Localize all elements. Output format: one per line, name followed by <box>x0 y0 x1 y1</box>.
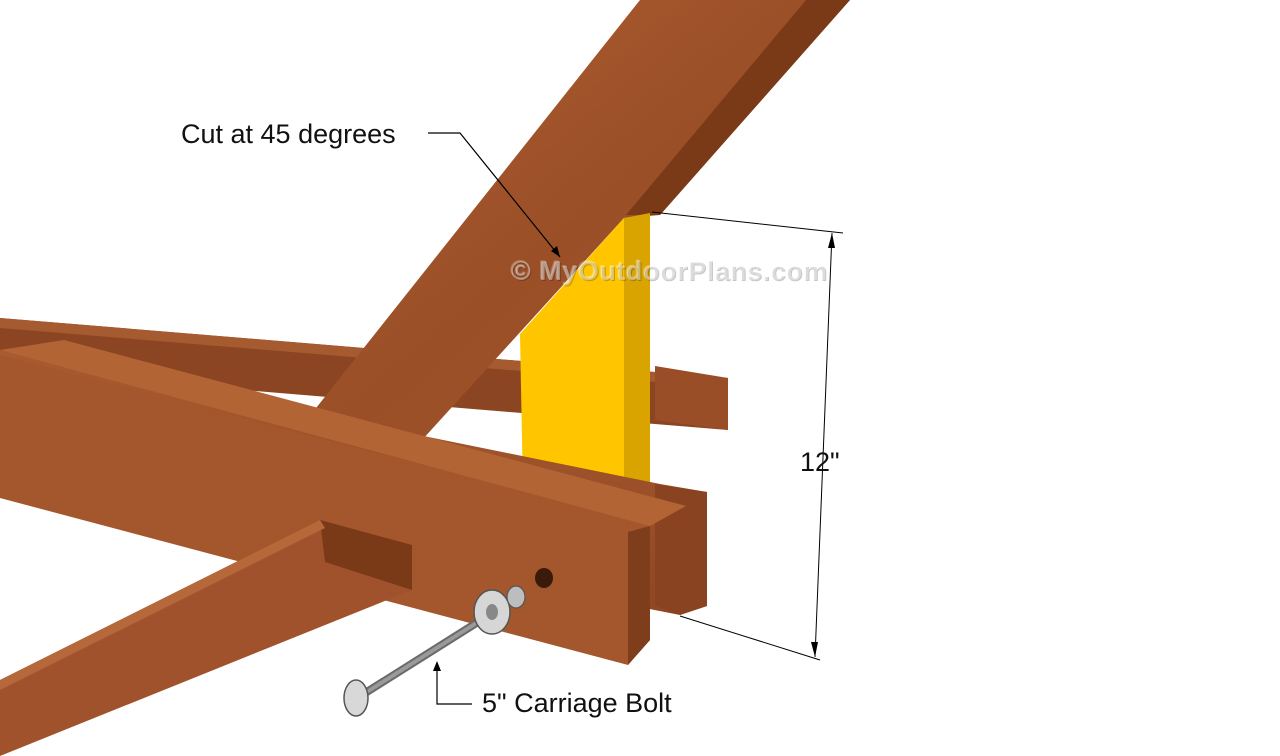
bolt-leader <box>433 661 472 705</box>
yellow-brace <box>520 213 650 532</box>
bolt-hole <box>535 568 553 588</box>
watermark: © MyOutdoorPlans.com <box>511 256 828 286</box>
dimension-12in <box>651 211 844 661</box>
nut <box>506 585 526 609</box>
diagonal-rafter <box>297 0 850 462</box>
cross-beam <box>0 520 412 756</box>
cut-leader <box>428 132 561 258</box>
carriage-bolt <box>343 585 526 717</box>
front-rail <box>0 340 686 665</box>
carriage-bolt-label: 5" Carriage Bolt <box>482 688 672 718</box>
dimension-label: 12" <box>800 447 840 477</box>
bolt-head <box>343 679 369 717</box>
cut-angle-label: Cut at 45 degrees <box>181 119 396 149</box>
